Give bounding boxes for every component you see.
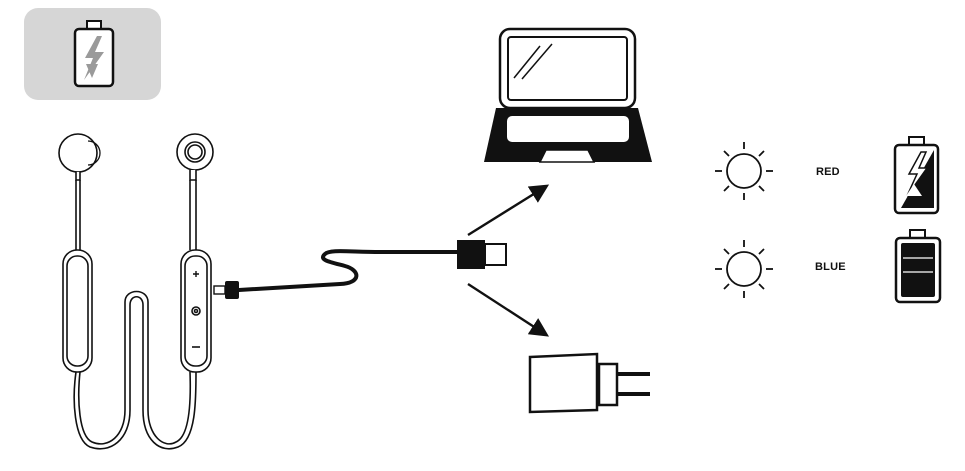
arrow-to-adapter	[467, 282, 550, 337]
laptop-icon	[484, 27, 652, 163]
indicator-label-red: RED	[816, 166, 840, 178]
indicator-label-blue: BLUE	[815, 261, 846, 273]
control-module	[180, 249, 212, 373]
usb-cable	[213, 240, 507, 299]
right-earbud	[176, 133, 214, 181]
sun-icon	[715, 240, 773, 298]
left-earbud	[58, 133, 101, 181]
earphones	[58, 133, 214, 450]
charging-badge	[24, 8, 161, 100]
battery-charging-icon	[893, 136, 940, 215]
battery-full-icon	[894, 229, 942, 304]
battery-charging-icon	[73, 20, 115, 88]
wall-adapter-icon	[528, 352, 650, 414]
sun-icon	[715, 142, 773, 200]
arrow-to-laptop	[467, 184, 550, 237]
